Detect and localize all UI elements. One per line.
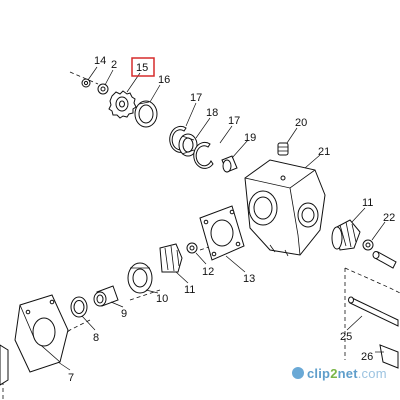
part-9-bushing bbox=[93, 285, 119, 307]
callout-10: 10 bbox=[156, 293, 168, 305]
part-12-nut-right bbox=[362, 239, 374, 251]
callout-11-left: 11 bbox=[184, 284, 195, 296]
part-13-gasket bbox=[199, 205, 245, 261]
callout-labels: 14 2 15 16 17 18 17 19 20 21 11 22 13 12… bbox=[68, 55, 395, 384]
callout-11-right: 11 bbox=[362, 197, 373, 209]
watermark-part-clip: clip bbox=[307, 365, 331, 381]
part-21-gearbox-housing bbox=[244, 159, 326, 257]
callout-8: 8 bbox=[93, 332, 99, 344]
callout-18: 18 bbox=[206, 107, 218, 119]
callout-26: 26 bbox=[361, 351, 373, 363]
callout-17-lower: 17 bbox=[228, 115, 240, 127]
watermark-part-2: 2 bbox=[330, 365, 338, 381]
part-16-ring bbox=[134, 100, 158, 128]
callout-15: 15 bbox=[136, 62, 148, 74]
callout-13: 13 bbox=[243, 273, 255, 285]
part-7-flange-housing bbox=[14, 294, 69, 373]
callout-20: 20 bbox=[295, 117, 307, 129]
part-8-seal-ring bbox=[70, 296, 88, 318]
part-10-bearing bbox=[127, 262, 153, 294]
callout-7: 7 bbox=[68, 372, 74, 384]
part-17-snap-ring-lower bbox=[193, 141, 214, 169]
callout-9: 9 bbox=[121, 308, 127, 320]
leader-lines bbox=[57, 66, 386, 371]
callout-17-upper: 17 bbox=[190, 92, 202, 104]
watermark-logo-icon bbox=[292, 367, 304, 379]
watermark-part-net: net bbox=[337, 365, 358, 381]
callout-19: 19 bbox=[244, 132, 256, 144]
callout-2: 2 bbox=[111, 59, 117, 71]
part-14-nut bbox=[81, 78, 91, 88]
callout-16: 16 bbox=[158, 74, 170, 86]
part-19-bushing bbox=[221, 155, 238, 173]
part-2-washer bbox=[97, 83, 109, 95]
part-left-edge-fragment bbox=[0, 344, 9, 386]
watermark: clip2net.com bbox=[292, 363, 387, 383]
callout-21: 21 bbox=[318, 146, 330, 158]
part-15-sprocket bbox=[108, 90, 137, 119]
part-20-breather bbox=[277, 142, 289, 156]
callout-12: 12 bbox=[202, 266, 214, 278]
part-12-washer bbox=[186, 242, 198, 254]
watermark-part-com: .com bbox=[357, 365, 387, 381]
part-11-bevel-gear-right bbox=[331, 219, 361, 251]
part-25-shaft bbox=[348, 296, 399, 327]
watermark-text: clip2net.com bbox=[307, 366, 387, 381]
callout-15-highlight bbox=[131, 57, 155, 77]
callout-22: 22 bbox=[383, 212, 395, 224]
part-18-bearing bbox=[178, 133, 198, 157]
part-22-pin bbox=[372, 251, 397, 269]
part-11-bevel-gear-left bbox=[159, 243, 183, 273]
callout-25: 25 bbox=[340, 331, 352, 343]
callout-14: 14 bbox=[94, 55, 106, 67]
part-26-fragment bbox=[379, 344, 399, 369]
